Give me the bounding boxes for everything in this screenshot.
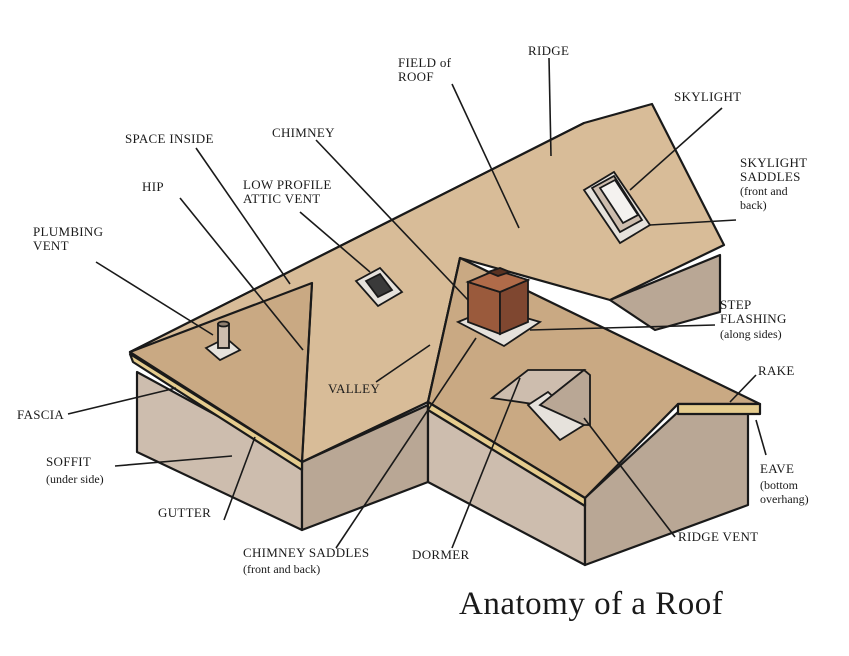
chimney-cap: [485, 267, 513, 277]
label-eave-sub: (bottom overhang): [760, 478, 809, 506]
fascia-strip: [128, 352, 304, 472]
leader-eave: [755, 419, 767, 456]
leader-rake: [729, 374, 757, 403]
label-skylight: SKYLIGHT: [674, 89, 742, 104]
leader-fascia: [67, 387, 177, 415]
rake-strip: [676, 402, 762, 416]
leader-dormer: [451, 377, 521, 549]
leader-ridge-vent: [583, 417, 676, 538]
label-chimney: CHIMNEY: [272, 125, 335, 140]
label-step-flashing-sub: (along sides): [720, 327, 782, 341]
wall-back: [608, 253, 722, 332]
leader-space-inside: [195, 147, 291, 285]
skylight-glass: [598, 178, 640, 225]
leader-chimney-saddles: [335, 337, 477, 549]
plumbing-vent-pipe: [217, 323, 230, 349]
diagram-title: Anatomy of a Roof: [459, 586, 724, 622]
leader-field-of-roof: [451, 83, 520, 229]
label-skylight-saddles: SKYLIGHT SADDLES: [740, 155, 808, 184]
label-ridge: RIDGE: [528, 43, 570, 58]
label-gutter: GUTTER: [158, 505, 212, 520]
label-valley: VALLEY: [328, 381, 381, 396]
plumbing-vent-top: [217, 320, 230, 328]
leader-gutter: [223, 436, 256, 521]
leader-soffit: [114, 455, 233, 467]
label-field-of-roof: FIELD of ROOF: [398, 55, 452, 84]
label-fascia: FASCIA: [17, 407, 65, 422]
label-soffit: SOFFIT: [46, 454, 92, 469]
label-soffit-sub: (under side): [46, 472, 104, 486]
label-step-flashing: STEP FLASHING: [720, 297, 787, 326]
leader-ridge: [548, 57, 552, 157]
label-space-inside: SPACE INSIDE: [125, 131, 214, 146]
hip-line: [301, 282, 313, 463]
label-eave: EAVE: [760, 461, 795, 476]
ridge-line: [129, 122, 585, 353]
label-plumbing-vent: PLUMBING VENT: [33, 224, 104, 253]
leader-step-flashing: [529, 324, 716, 331]
chimney-top: [465, 269, 531, 293]
label-low-profile-attic-vent: LOW PROFILE ATTIC VENT: [243, 177, 332, 206]
eave-line-left: [301, 401, 429, 463]
fascia-strip-front: [426, 400, 587, 508]
label-skylight-saddles-sub: (front and back): [740, 184, 788, 212]
valley-line: [427, 257, 461, 403]
label-hip: HIP: [142, 179, 164, 194]
leader-attic-vent: [299, 211, 371, 273]
label-dormer: DORMER: [412, 547, 470, 562]
leader-skylight-saddles: [649, 219, 737, 226]
label-chimney-saddles: CHIMNEY SADDLES: [243, 545, 370, 560]
label-ridge-vent: RIDGE VENT: [678, 529, 759, 544]
leader-hip: [179, 197, 304, 351]
leader-chimney: [315, 139, 469, 301]
leader-plumbing-vent: [95, 261, 214, 336]
leader-skylight: [629, 107, 723, 191]
leader-valley: [375, 344, 431, 383]
label-rake: RAKE: [758, 363, 795, 378]
attic-vent-cap: [364, 272, 394, 299]
label-chimney-saddles-sub: (front and back): [243, 562, 321, 576]
wall-right-front: [583, 410, 750, 567]
dormer-side: [538, 368, 591, 426]
